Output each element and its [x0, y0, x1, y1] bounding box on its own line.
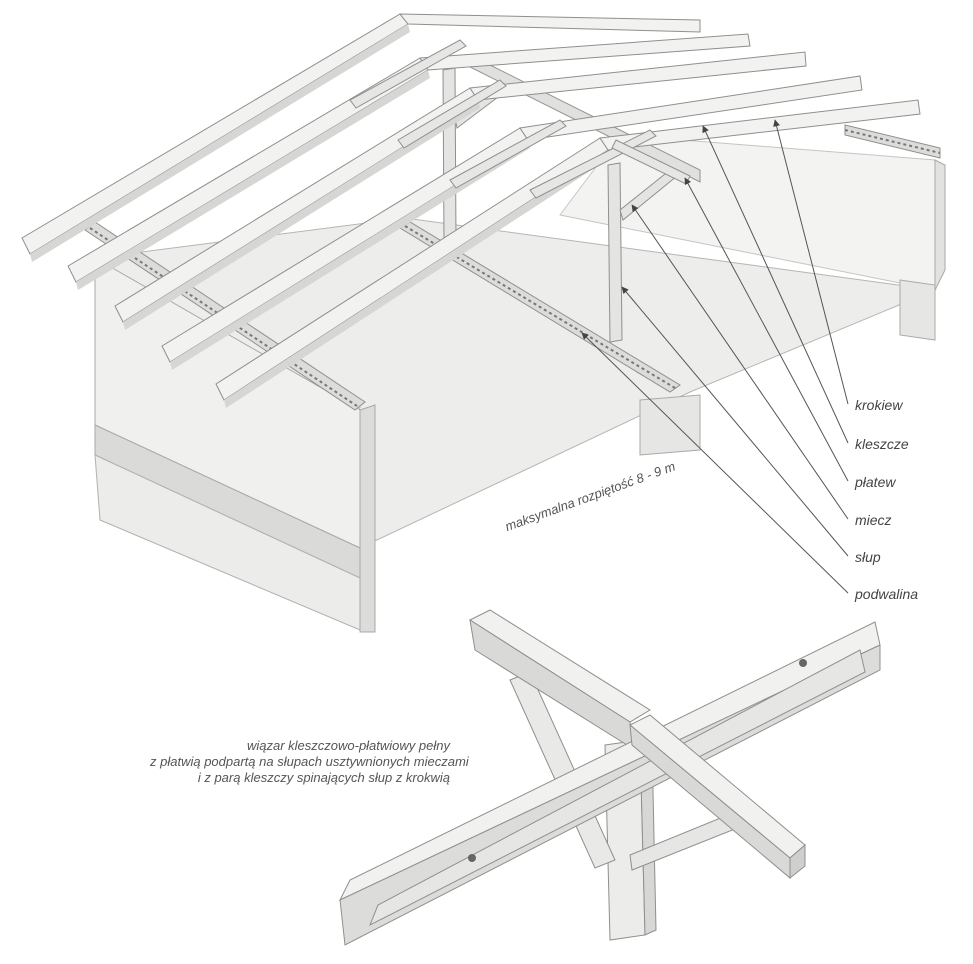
detail-bolt-left: [468, 854, 476, 862]
label-podwalina: podwalina: [855, 586, 919, 602]
collar-ties: [349, 39, 691, 199]
post-rear: [442, 67, 457, 243]
truss-joint-detail: [338, 609, 881, 946]
right-end-wall: [934, 159, 946, 291]
leader-krokiew: [773, 119, 849, 405]
foundation-right-block: [359, 404, 376, 633]
label-platew: płatew: [855, 474, 896, 490]
label-krokiew: krokiew: [855, 397, 903, 413]
caption-line-1: wiązar kleszczowo-płatwiowy pełny: [246, 738, 450, 753]
label-slup: słup: [855, 549, 881, 565]
right-floor-block: [899, 279, 936, 341]
mid-floor-block: [639, 394, 701, 456]
detail-bolt-right: [799, 659, 807, 667]
leader-platew: [684, 177, 849, 482]
rafters-right: [398, 13, 921, 151]
leader-miecz: [631, 204, 849, 520]
figure-caption: wiązar kleszczowo-płatwiowy pełny z płat…: [150, 738, 469, 786]
leader-slup: [621, 286, 849, 557]
post-front: [607, 162, 623, 343]
caption-line-3: i z parą kleszczy spinających słup z kro…: [197, 770, 450, 785]
leader-kleszcze: [702, 125, 849, 444]
label-miecz: miecz: [855, 512, 892, 528]
building-illustration: [21, 13, 946, 633]
leader-lines: [581, 119, 849, 594]
caption-line-2: z płatwią podpartą na słupach usztywnion…: [150, 754, 469, 769]
rafters-left: [21, 13, 609, 401]
detail-purlin: [468, 609, 651, 723]
leader-podwalina: [581, 332, 849, 594]
label-kleszcze: kleszcze: [855, 436, 909, 452]
